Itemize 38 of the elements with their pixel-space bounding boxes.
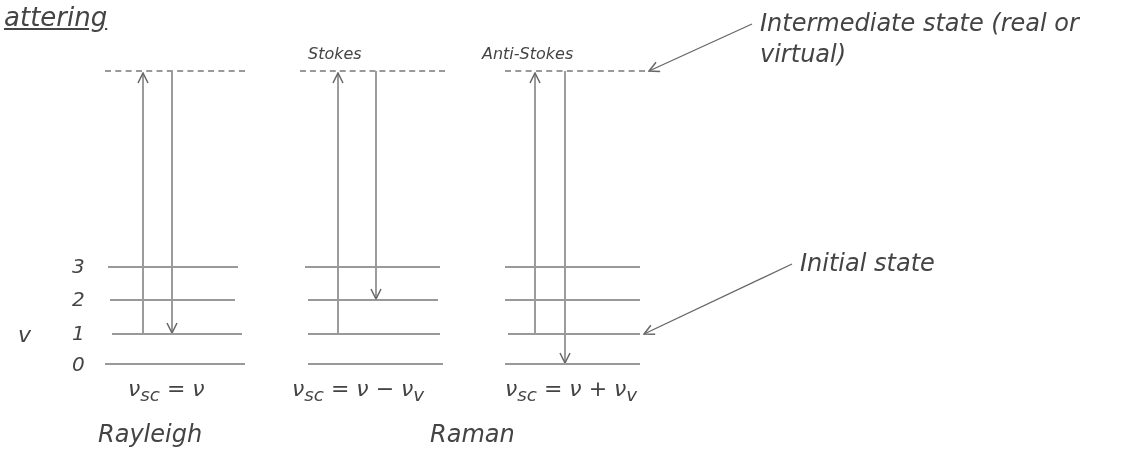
quantum-number: 3 bbox=[72, 254, 85, 278]
level-label: Anti-Stokes bbox=[482, 44, 574, 63]
virtual-level-line bbox=[105, 70, 245, 72]
title-text: attering bbox=[4, 2, 108, 32]
process-label: Raman bbox=[430, 420, 515, 448]
energy-level-line bbox=[110, 299, 235, 301]
energy-level-line bbox=[505, 299, 640, 301]
energy-level-line bbox=[112, 333, 242, 335]
transition-arrow bbox=[370, 70, 382, 300]
equation-text: ν$_{sc}$ = ν bbox=[128, 376, 205, 406]
quantum-number: 1 bbox=[72, 321, 85, 345]
level-label: Stokes bbox=[308, 44, 362, 63]
axis-label: v bbox=[18, 322, 32, 347]
annotation-text: Initial state bbox=[800, 248, 1070, 280]
transition-arrow bbox=[559, 70, 571, 364]
energy-level-line bbox=[505, 363, 640, 365]
transition-arrow bbox=[529, 72, 541, 335]
virtual-level-line bbox=[300, 70, 445, 72]
energy-level-line bbox=[308, 333, 440, 335]
energy-level-line bbox=[508, 333, 640, 335]
quantum-number: 0 bbox=[72, 352, 85, 376]
virtual-level-line bbox=[505, 70, 645, 72]
leader-line bbox=[648, 23, 753, 73]
equation-text: ν$_{sc}$ = ν + ν$_{v}$ bbox=[505, 376, 638, 406]
transition-arrow bbox=[166, 70, 178, 334]
equation-text: ν$_{sc}$ = ν − ν$_{v}$ bbox=[292, 376, 425, 406]
energy-level-line bbox=[505, 266, 640, 268]
energy-level-line bbox=[305, 266, 440, 268]
energy-level-line bbox=[308, 363, 443, 365]
energy-level-line bbox=[105, 363, 245, 365]
process-label: Rayleigh bbox=[98, 420, 203, 448]
transition-arrow bbox=[137, 72, 149, 335]
transition-arrow bbox=[332, 72, 344, 335]
annotation-text: Intermediate state (real or virtual) bbox=[760, 8, 1090, 71]
energy-level-line bbox=[108, 266, 238, 268]
leader-line bbox=[643, 263, 793, 335]
quantum-number: 2 bbox=[72, 287, 85, 311]
energy-level-line bbox=[308, 299, 438, 301]
